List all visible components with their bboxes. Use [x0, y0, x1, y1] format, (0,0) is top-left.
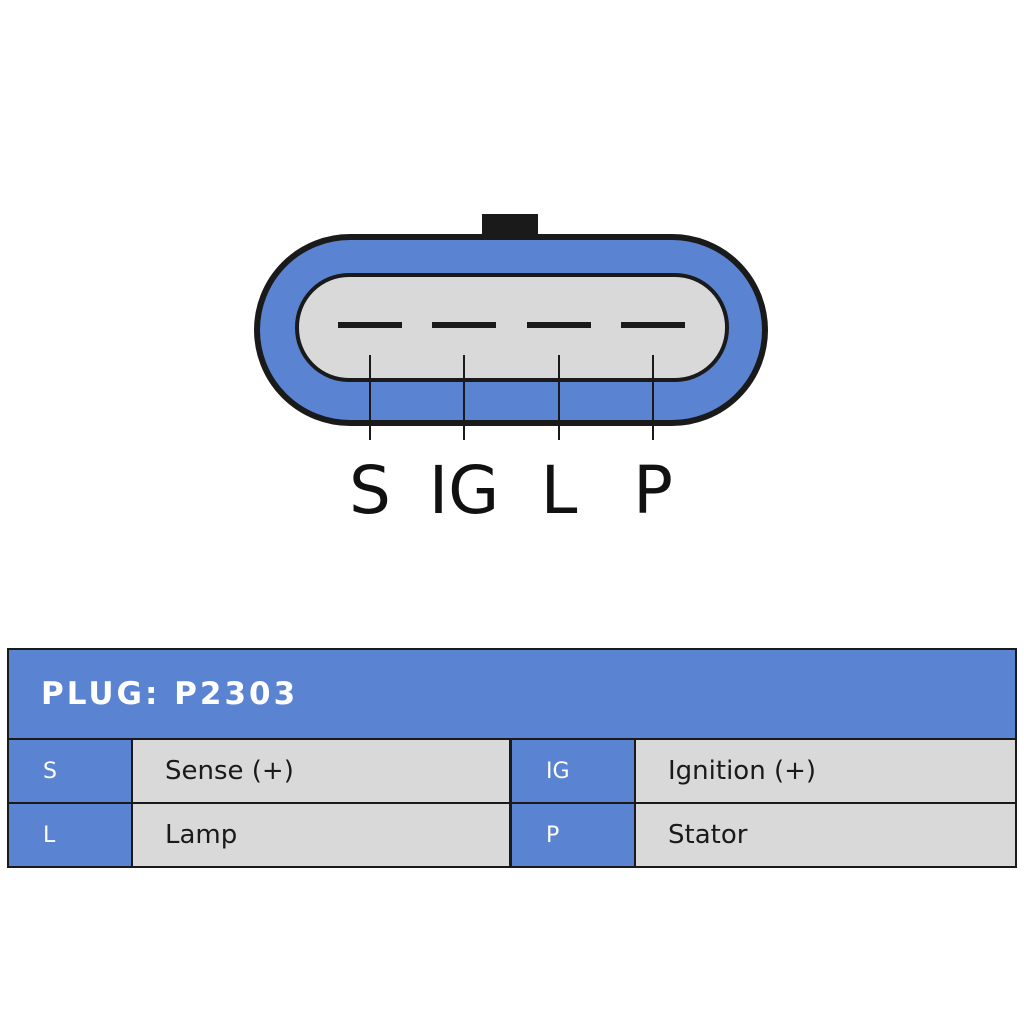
pin-label-ig: IG [429, 452, 500, 529]
pinout-table: PLUG: P2303 S Sense (+) IG Ignition (+) … [7, 648, 1017, 868]
pin-description-cell: Ignition (+) [636, 740, 1015, 802]
pin-description-cell: Lamp [133, 804, 512, 866]
pin-description-cell: Sense (+) [133, 740, 512, 802]
pin-code-cell: IG [512, 740, 636, 802]
connector-inner-cavity [295, 273, 729, 382]
pin-code-cell: S [9, 740, 133, 802]
table-header: PLUG: P2303 [9, 650, 1015, 740]
pin-label-p: P [633, 452, 673, 529]
table-row: S Sense (+) IG Ignition (+) [9, 740, 1015, 802]
plug-title: PLUG: P2303 [41, 676, 299, 712]
table-row: L Lamp P Stator [9, 802, 1015, 866]
connector-diagram: S IG L P [254, 214, 768, 529]
pin-description-cell: Stator [636, 804, 1015, 866]
pin-code-cell: L [9, 804, 133, 866]
pin-label-l: L [541, 452, 578, 529]
pin-code-cell: P [512, 804, 636, 866]
pin-label-s: S [349, 452, 391, 529]
